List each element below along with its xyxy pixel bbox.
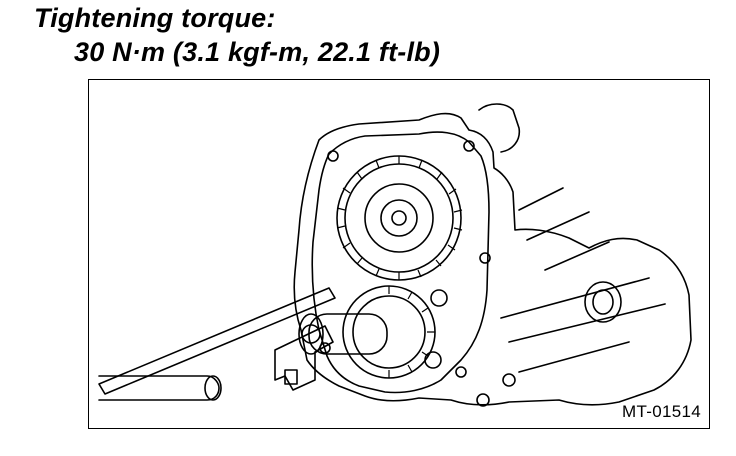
housing-rib — [544, 241, 610, 271]
upper-gear-shaft — [380, 199, 418, 237]
housing-boss — [476, 393, 490, 407]
housing-port — [584, 281, 622, 323]
lower-gear-teeth — [388, 286, 435, 378]
flange-bolt — [327, 150, 339, 162]
housing-rib — [500, 277, 650, 319]
retaining-bolt — [430, 289, 448, 307]
torque-specification: Tightening torque: 30 N·m (3.1 kgf-m, 22… — [34, 2, 714, 68]
stopper-notch — [284, 369, 298, 385]
figure-reference-code: MT-01514 — [622, 402, 701, 421]
housing-rib — [518, 341, 630, 373]
upper-gear-teeth-ring — [344, 163, 454, 273]
stopper-plate — [274, 325, 334, 391]
housing-boss — [502, 373, 516, 387]
flange-bolt — [463, 140, 475, 152]
retaining-bolt — [424, 351, 442, 369]
transmission-illustration-frame: MT-01514 — [88, 79, 710, 429]
shaft-nut — [301, 324, 321, 344]
housing-rib — [508, 303, 666, 343]
top-bracket — [478, 103, 521, 153]
tool-handle-end — [204, 375, 222, 401]
lower-gear-inner — [352, 295, 426, 369]
lower-gear-outer — [342, 285, 436, 379]
torque-heading: Tightening torque: — [34, 3, 276, 33]
upper-gear-center — [391, 210, 407, 226]
upper-gear-teeth — [336, 156, 463, 280]
flange-bolt — [455, 366, 467, 378]
flange-bolt — [479, 252, 491, 264]
housing-port-inner — [592, 289, 614, 315]
upper-gear-outer — [336, 155, 462, 281]
torque-value: 30 N·m (3.1 kgf-m, 22.1 ft-lb) — [74, 37, 441, 67]
flange-ring — [311, 131, 490, 394]
holding-tool — [98, 287, 336, 395]
tool-handle — [98, 375, 220, 401]
case-outline — [293, 112, 692, 406]
shaft-end — [298, 313, 324, 355]
housing-rib — [526, 211, 590, 241]
upper-gear-hub — [364, 183, 434, 253]
transmission-gear-illustration — [98, 103, 692, 407]
housing-rib — [518, 187, 564, 211]
